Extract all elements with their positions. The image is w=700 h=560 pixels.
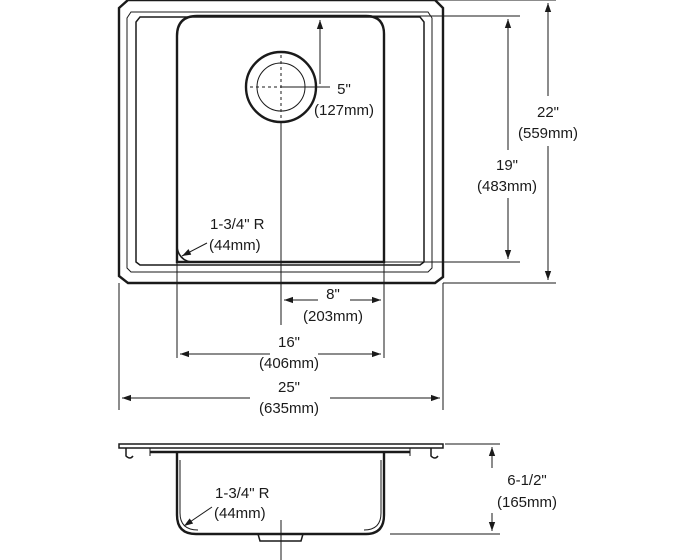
bowl-width-mm: (406mm) — [259, 355, 319, 372]
sink-deck-edge — [135, 16, 425, 266]
corner-radius-leader-top — [181, 242, 208, 257]
overall-depth-mm: (559mm) — [518, 125, 578, 142]
drain-offset-inches: 5" — [337, 81, 351, 98]
side-view-bowl-inner-right — [363, 460, 382, 531]
mounting-clip-left — [125, 448, 134, 459]
bowl-width-inches: 16" — [278, 334, 300, 351]
corner-radius-top-inches: 1-3/4" R — [210, 216, 265, 233]
side-view — [118, 443, 500, 560]
overall-width-inches: 25" — [278, 379, 300, 396]
sink-height-inches: 6-1/2" — [507, 472, 547, 489]
side-view-rim-flange — [118, 443, 444, 449]
drain-center-inches: 8" — [326, 286, 340, 303]
extension-lines — [118, 0, 556, 410]
bowl-depth-mm: (483mm) — [477, 178, 537, 195]
corner-radius-top-mm: (44mm) — [209, 237, 261, 254]
dimension-lines — [122, 3, 552, 402]
drain-offset-mm: (127mm) — [314, 102, 374, 119]
bowl-corner-radius-arc — [176, 246, 192, 263]
side-view-bowl-inner-left — [179, 460, 199, 531]
drain-center-mm: (203mm) — [303, 308, 363, 325]
overall-width-mm: (635mm) — [259, 400, 319, 417]
sink-rim-inner-edge — [126, 11, 433, 273]
bowl-depth-inches: 19" — [496, 157, 518, 174]
mounting-clip-right — [430, 448, 439, 459]
sink-height-mm: (165mm) — [497, 494, 557, 511]
sink-outer-rim — [117, 0, 445, 285]
corner-radius-leader-side — [183, 506, 213, 527]
overall-depth-inches: 22" — [537, 104, 559, 121]
corner-radius-side-inches: 1-3/4" R — [215, 485, 270, 502]
corner-radius-side-mm: (44mm) — [214, 505, 266, 522]
dimension-labels: 5" (127mm) 22" (559mm) 19" (483mm) 1-3/4… — [209, 81, 578, 522]
